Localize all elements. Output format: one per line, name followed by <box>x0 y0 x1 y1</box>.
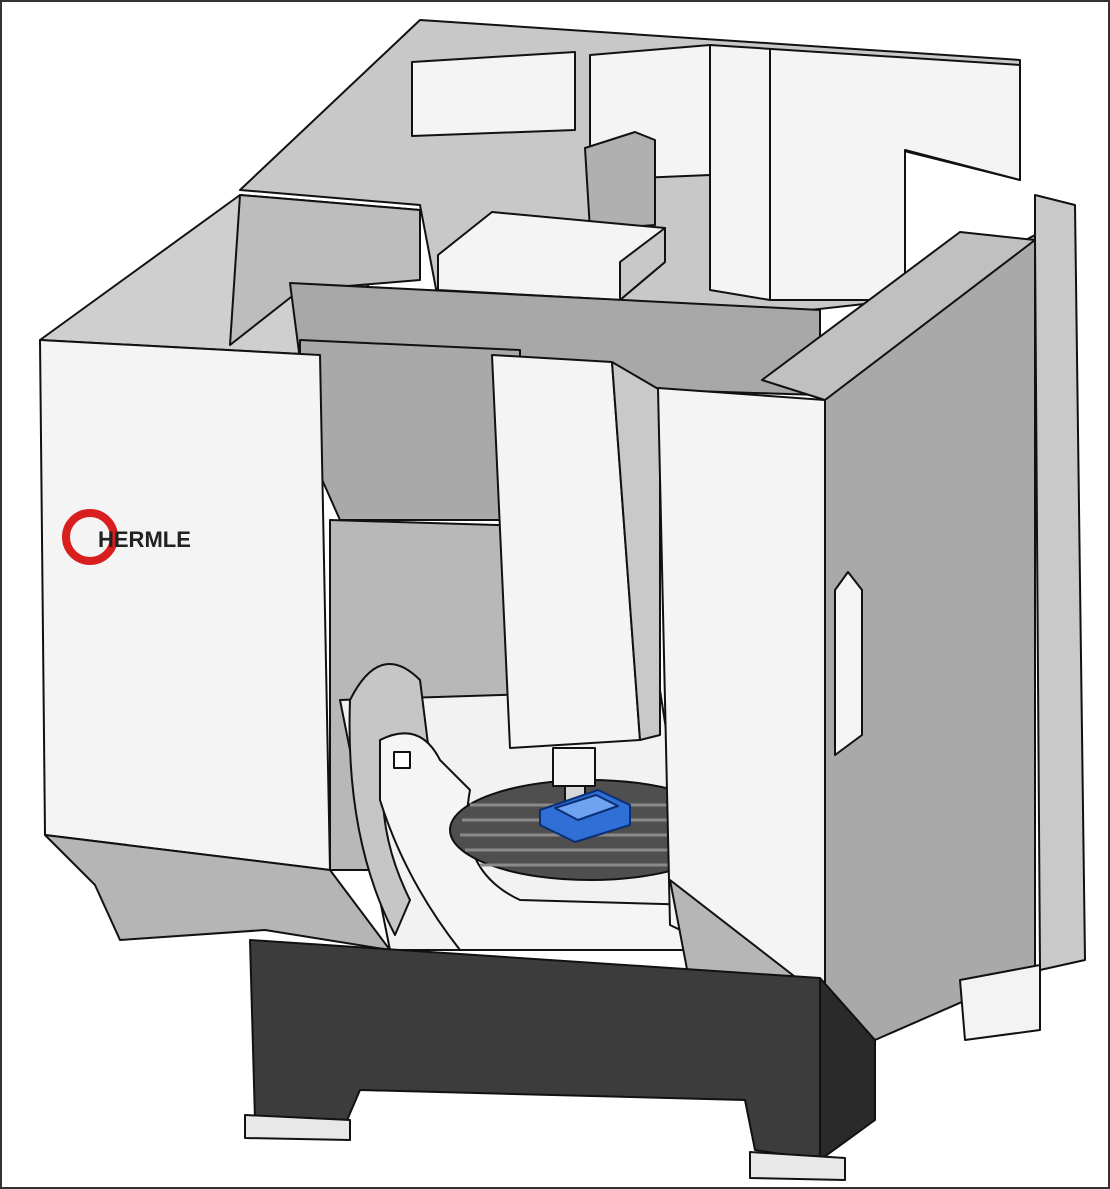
support-slot <box>393 751 411 769</box>
top-rear-wall-right <box>709 44 1021 301</box>
left-door-panel <box>39 339 331 871</box>
left-top-slope <box>229 194 421 346</box>
right-foot-block <box>959 964 1041 1041</box>
logo-ring <box>62 509 118 565</box>
logo-wordmark: HERMLE <box>98 527 191 552</box>
base-foot-right <box>749 1151 846 1181</box>
right-rear-panel <box>1034 194 1086 971</box>
door-window[interactable] <box>834 571 863 756</box>
spindle-top <box>584 131 656 231</box>
left-door-lower <box>44 834 391 951</box>
top-rear-block-left <box>411 51 576 137</box>
workpiece-top <box>554 794 619 821</box>
machine-base-side <box>819 977 876 1161</box>
ram-top-block-side <box>619 227 666 301</box>
cross-beam-front <box>299 339 521 521</box>
machine-body <box>39 19 1086 1181</box>
rotary-support <box>379 732 721 951</box>
brand-logo: HERMLE <box>62 509 191 565</box>
spindle-nose <box>552 747 596 787</box>
base-foot-left <box>244 1114 351 1141</box>
vertical-ram-side <box>611 361 661 741</box>
